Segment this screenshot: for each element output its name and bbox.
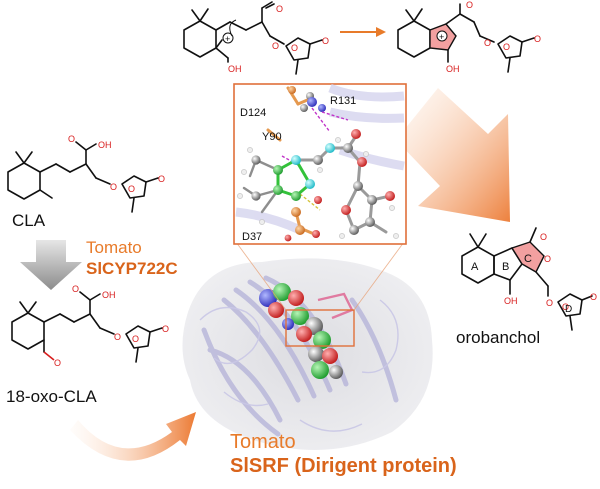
ring-label-d: D bbox=[565, 304, 572, 315]
atom-o-orob-2: O bbox=[544, 254, 551, 264]
atom-o-7: O bbox=[534, 34, 541, 44]
atom-plus-1: + bbox=[225, 34, 230, 44]
label-orobanchol: orobanchol bbox=[456, 328, 540, 347]
pocket-highlight-box bbox=[285, 309, 355, 347]
atom-plus-2: + bbox=[439, 32, 444, 42]
atom-o-8: O bbox=[503, 42, 510, 52]
atom-o-orob-4: O bbox=[590, 292, 597, 302]
atom-o-cla-3: O bbox=[158, 174, 165, 184]
atom-o-orob-3: O bbox=[546, 298, 553, 308]
atom-o-cla-1: O bbox=[68, 134, 75, 144]
residue-r131: R131 bbox=[330, 95, 356, 107]
residue-d124: D124 bbox=[240, 107, 266, 119]
atom-oh-oxo: OH bbox=[102, 290, 116, 300]
atom-o-5: O bbox=[466, 0, 473, 10]
atom-o-orob-1: O bbox=[540, 232, 547, 242]
label-oxo-cla: 18-oxo-CLA bbox=[6, 387, 97, 406]
cla-structure: OH O O O O bbox=[7, 134, 165, 213]
intermediate-left: + OH O O O O bbox=[183, 1, 329, 75]
label-enzyme-1: SlCYP722C bbox=[86, 259, 178, 278]
atom-o-oxo-2: O bbox=[114, 332, 121, 342]
ring-label-c: C bbox=[524, 253, 532, 265]
oxo-cla-structure: OH O O O O O bbox=[11, 284, 169, 368]
atom-o-orob-5: O bbox=[562, 302, 569, 312]
residue-y90: Y90 bbox=[262, 131, 282, 143]
atom-o-1: O bbox=[276, 4, 283, 14]
atom-o-3: O bbox=[322, 36, 329, 46]
orange-curved-arrow-icon bbox=[70, 412, 196, 461]
ring-label-a: A bbox=[471, 261, 479, 273]
atom-o-2: O bbox=[272, 41, 279, 51]
orange-arrow-head bbox=[376, 27, 386, 37]
atom-o-oxo-1: O bbox=[72, 284, 79, 294]
residue-d37: D37 bbox=[242, 231, 262, 243]
active-site-inset: D124 R131 Y90 D37 bbox=[233, 83, 407, 245]
atom-oh-2: OH bbox=[446, 64, 460, 74]
protein-structure bbox=[182, 258, 433, 450]
atom-o-oxo-3: O bbox=[54, 358, 61, 368]
label-tomato-1: Tomato bbox=[86, 238, 142, 257]
orobanchol-structure: O O OH O O O A B C D bbox=[461, 227, 597, 331]
atom-o-oxo-5: O bbox=[132, 334, 139, 344]
pocket-spheres bbox=[259, 283, 354, 379]
atom-oh-1: OH bbox=[228, 64, 242, 74]
label-tomato-2: Tomato bbox=[230, 431, 296, 453]
label-enzyme-2: SlSRF (Dirigent protein) bbox=[230, 455, 457, 477]
gray-arrow-down-icon bbox=[20, 240, 82, 290]
atom-o-oxo-4: O bbox=[162, 324, 169, 334]
atom-o-cla-4: O bbox=[128, 184, 135, 194]
atom-o-cla-2: O bbox=[110, 182, 117, 192]
zoom-connector bbox=[235, 241, 405, 311]
ring-label-b: B bbox=[502, 261, 509, 273]
atom-oh-orob: OH bbox=[504, 296, 518, 306]
atom-o-6: O bbox=[484, 38, 491, 48]
atom-o-4: O bbox=[291, 43, 298, 53]
label-cla: CLA bbox=[12, 211, 46, 230]
intermediate-right: + OH O O O O bbox=[397, 0, 541, 74]
atom-oh-cla: OH bbox=[98, 140, 112, 150]
orange-big-arrow-icon bbox=[396, 88, 510, 222]
